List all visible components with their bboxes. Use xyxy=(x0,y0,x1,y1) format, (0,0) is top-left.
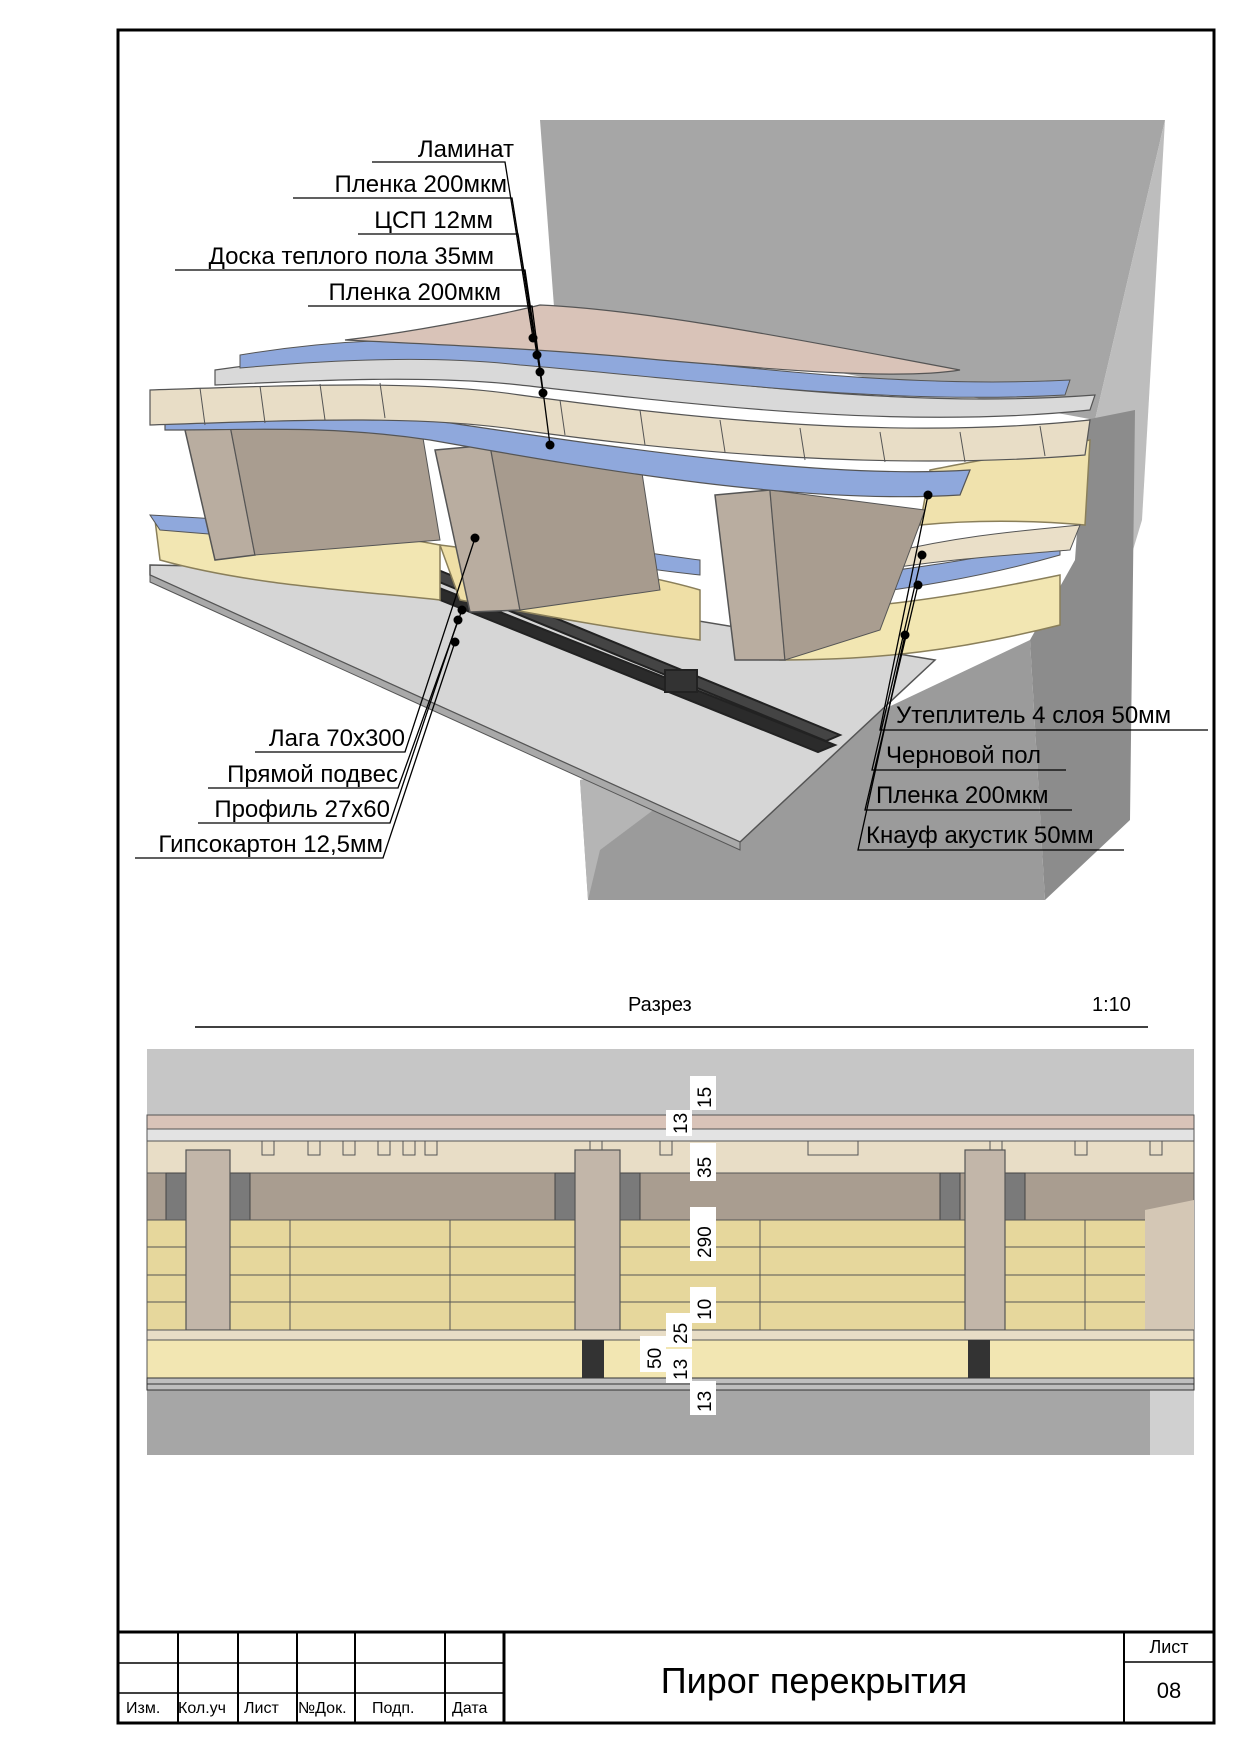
callout-dots-bottom-right xyxy=(900,490,933,640)
wall-right-face xyxy=(1030,410,1135,900)
sheet-title: Пирог перекрытия xyxy=(660,1660,968,1701)
tb-col-podp: Подп. xyxy=(372,1700,415,1717)
section-wall-bottom xyxy=(147,1390,1194,1455)
section-warm-board xyxy=(146,1140,1195,1174)
section-view: 15 13 35 290 10 25 50 13 13 xyxy=(146,1026,1195,1455)
title-block xyxy=(118,1630,1214,1723)
section-joist-band xyxy=(146,1172,1195,1221)
rough-floor-board xyxy=(879,524,1081,571)
dim-35: 35 xyxy=(695,1157,716,1178)
sheet-number: 08 xyxy=(1156,1678,1182,1703)
dim-50: 50 xyxy=(645,1348,666,1369)
tb-col-data: Дата xyxy=(452,1700,488,1717)
callout-film-top: Пленка 200мкм xyxy=(334,171,507,198)
section-board-grooves xyxy=(261,1140,1163,1156)
board-grooves xyxy=(199,382,1046,463)
drywall-edge xyxy=(149,574,741,851)
dim-13-mid: 13 xyxy=(671,1359,692,1380)
dim-10: 10 xyxy=(695,1299,716,1320)
sheet-frame xyxy=(116,28,1216,1725)
callout-leaders-bottom-right xyxy=(857,494,1208,851)
section-wall-bottom-light xyxy=(1150,1390,1194,1455)
section-light-patch xyxy=(1145,1200,1194,1330)
callout-warm-board: Доска теплого пола 35мм xyxy=(208,243,494,270)
callout-drywall: Гипсокартон 12,5мм xyxy=(158,831,383,858)
callout-dots-bottom-left xyxy=(450,533,480,647)
section-dark-blocks xyxy=(165,1172,1026,1221)
section-dimensions: 15 13 35 290 10 25 50 13 13 xyxy=(640,1076,716,1415)
tb-col-list: Лист xyxy=(244,1700,279,1717)
callout-leaders-bottom-left xyxy=(135,537,476,859)
dim-13-top: 13 xyxy=(671,1113,692,1134)
section-insulation-lines xyxy=(147,1220,1194,1330)
callout-film-mid: Пленка 200мкм xyxy=(328,279,501,306)
joist-right-side xyxy=(769,489,926,661)
section-drywall-2 xyxy=(146,1383,1195,1391)
dim-25: 25 xyxy=(671,1323,692,1344)
section-wall-top xyxy=(147,1049,1194,1115)
laminate xyxy=(344,304,961,375)
callout-joist: Лага 70х300 xyxy=(268,725,405,752)
callout-csp: ЦСП 12мм xyxy=(374,207,493,234)
section-joists xyxy=(185,1149,1006,1331)
tb-col-izm: Изм. xyxy=(126,1700,161,1717)
tb-col-ndok: №Док. xyxy=(298,1700,347,1717)
callout-rough-floor: Черновой пол xyxy=(886,742,1042,769)
isometric-view xyxy=(135,120,1208,900)
dim-13-bottom: 13 xyxy=(695,1391,716,1412)
sheet-label: Лист xyxy=(1149,1637,1189,1657)
dim-290: 290 xyxy=(695,1226,716,1258)
section-title: Разрез xyxy=(628,994,692,1016)
callout-profile: Профиль 27х60 xyxy=(214,796,390,823)
callout-dots-top xyxy=(528,333,555,450)
joist-left-side xyxy=(229,419,441,556)
callout-acoustic: Кнауф акустик 50мм xyxy=(866,822,1094,849)
warm-floor-boards xyxy=(149,384,1091,462)
callout-hanger: Прямой подвес xyxy=(227,761,398,788)
dim-15: 15 xyxy=(695,1087,716,1108)
callout-insulation: Утеплитель 4 слоя 50мм xyxy=(896,702,1172,729)
callout-film-bottom: Пленка 200мкм xyxy=(876,782,1049,809)
wall-under-light xyxy=(580,760,720,900)
section-scale: 1:10 xyxy=(1092,994,1131,1016)
tb-col-koluch: Кол.уч xyxy=(178,1700,226,1717)
section-hangers xyxy=(582,1340,990,1378)
callout-laminate: Ламинат xyxy=(417,136,514,163)
